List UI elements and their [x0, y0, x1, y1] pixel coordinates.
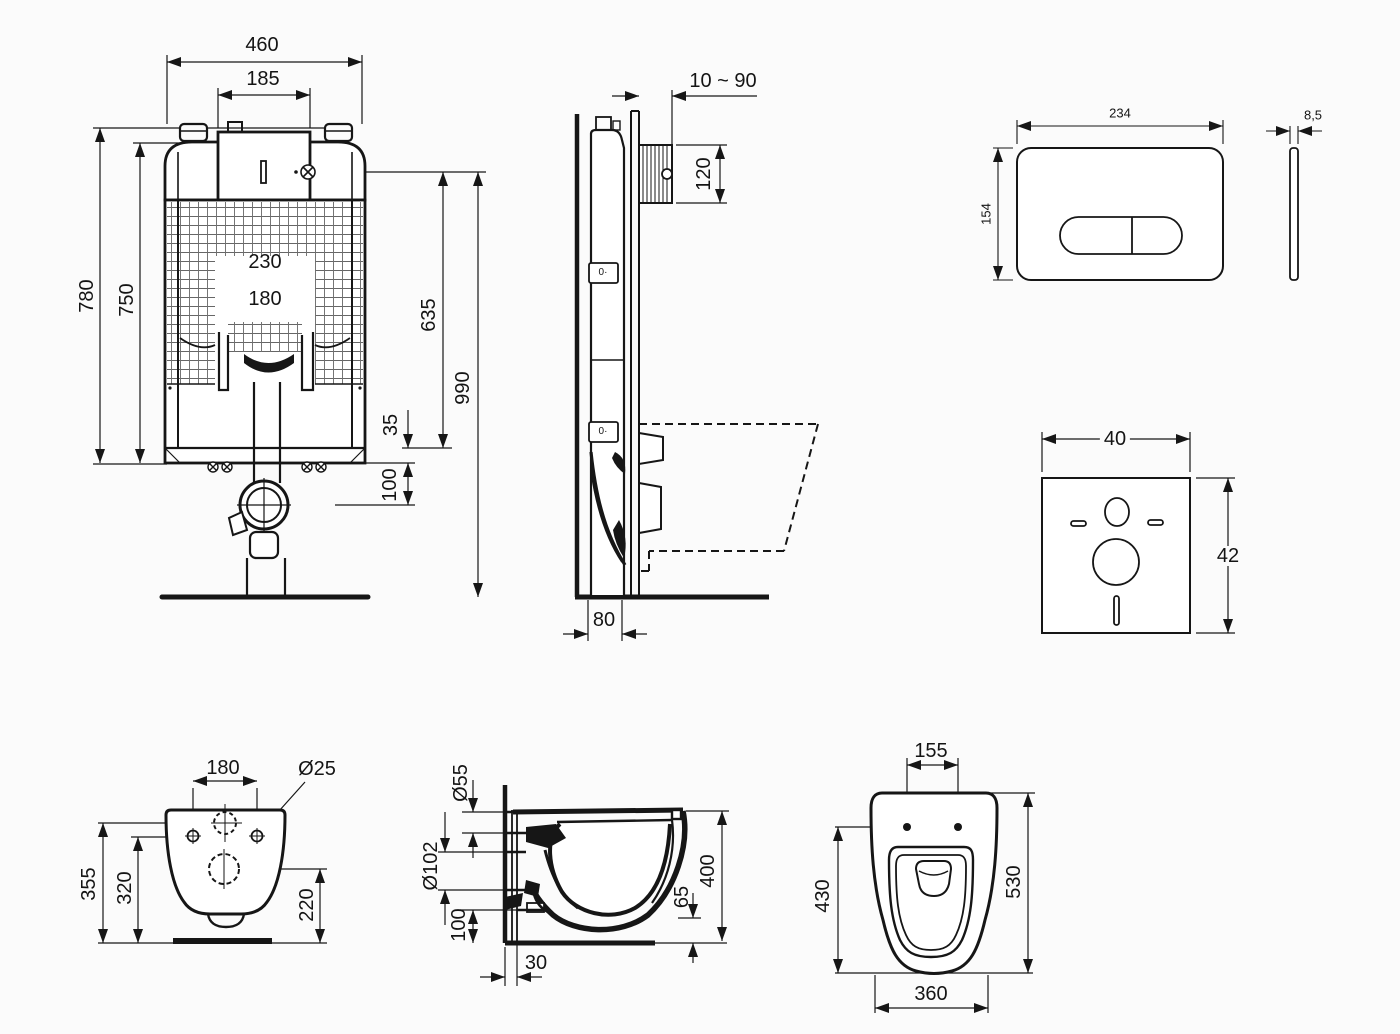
dim-plate-thickness-label: 8,5: [1303, 107, 1323, 123]
dim-tank-top-height-label: 750: [116, 283, 138, 317]
dim-flush-bend-height-label: 120: [693, 157, 715, 191]
dim-bolt-height-label: 320: [114, 871, 136, 905]
flush-plate-view: [993, 120, 1322, 281]
dim-inlet-diameter-label: Ø55: [450, 764, 472, 802]
dim-service-opening-label: 185: [246, 68, 280, 90]
dim-bolt-diameter-label: Ø25: [298, 758, 336, 780]
dim-beam-offset-label: 35: [380, 413, 402, 437]
dim-outlet-offset-label: 100: [379, 468, 401, 502]
dim-outlet-diameter-label: Ø102: [420, 841, 442, 891]
dim-mat-height-label: 42: [1212, 546, 1244, 566]
dim-mat-width-label: 40: [1099, 429, 1131, 449]
dim-frame-height-label: 780: [76, 279, 98, 313]
bowl-side-view: [438, 780, 729, 986]
cistern-side-view: [563, 90, 819, 641]
cistern-front-view: [93, 55, 486, 600]
dim-outlet-height-label: 220: [296, 888, 318, 922]
dim-install-depth-label: 10 ~ 90: [689, 70, 757, 92]
dim-rim-clearance-label: 65: [671, 885, 693, 909]
dim-plate-height-label: 154: [978, 203, 994, 225]
dim-inlet-floor-height-label: 990: [452, 371, 474, 405]
dim-outlet-center-height-label: 100: [448, 908, 470, 942]
dim-overall-width-label: 460: [245, 34, 279, 56]
dim-inlet-beam-height-label: 635: [418, 298, 440, 332]
fastener-marker-lower: 0·: [598, 426, 608, 437]
dim-pipe-spacing-label: 180: [248, 288, 282, 310]
dim-inlet-height-label: 355: [78, 867, 100, 901]
bowl-top-view: [833, 758, 1035, 1013]
dim-bowl-width-label: 360: [914, 983, 948, 1005]
sound-mat-view: [1041, 432, 1235, 634]
dim-bolt-spacing-label: 180: [206, 757, 240, 779]
dim-frame-depth-label: 80: [592, 609, 616, 631]
dim-housing-width-label: 230: [248, 251, 282, 273]
dim-top-bolt-spacing-label: 155: [914, 740, 948, 762]
dim-wall-gap-label: 30: [524, 952, 548, 974]
dim-bowl-height-label: 400: [697, 854, 719, 888]
dim-inner-length-label: 430: [812, 879, 834, 913]
dim-total-length-label: 530: [1003, 865, 1025, 899]
dim-plate-width-label: 234: [1109, 105, 1131, 121]
bowl-rear-view: [98, 776, 327, 944]
fastener-marker-upper: 0·: [598, 267, 608, 278]
